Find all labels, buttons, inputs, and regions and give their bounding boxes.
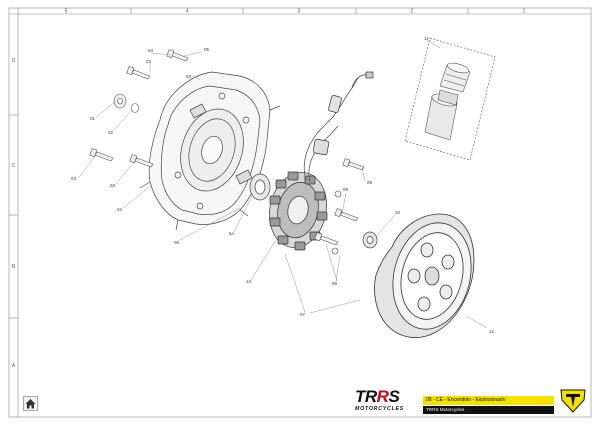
column-label: 5: [65, 9, 68, 15]
callout-02: 02: [108, 130, 113, 135]
flywheel: [374, 213, 475, 338]
trrs-shield-icon: [560, 389, 586, 413]
callout-05: 05: [204, 47, 209, 52]
row-label: D: [12, 58, 16, 64]
callout-01: 01: [90, 116, 95, 121]
callout-labels: 03 05 03 03 01 02 03 03 04 06 6A 13 07 0…: [71, 36, 494, 334]
column-label: 2: [411, 9, 414, 15]
column-labels: 5 4 3 2 1: [65, 9, 526, 15]
brand-wordmark: TRRS: [355, 387, 400, 407]
brand-subtitle: MOTORCYCLES: [355, 406, 405, 412]
row-labels: D C B A: [12, 58, 16, 369]
callout-08: 08: [343, 187, 348, 192]
callout-07: 07: [300, 312, 305, 317]
column-label: 3: [298, 9, 301, 15]
section-title: 08 - CE - Encendido - Explosionado: [423, 396, 554, 405]
home-button[interactable]: [23, 396, 38, 411]
leader-lines: [78, 39, 488, 329]
title-block: TRRS MOTORCYCLES 08 - CE - Encendido - E…: [349, 386, 590, 416]
callout-13: 13: [246, 279, 251, 284]
brand-wordmark-right: S: [388, 387, 400, 406]
row-label: A: [12, 363, 16, 369]
small-fasteners: [89, 49, 189, 168]
callout-12: 12: [489, 329, 494, 334]
callout-03: 03: [71, 176, 76, 181]
row-label: B: [12, 264, 16, 270]
callout-06: 06: [174, 240, 179, 245]
brand-wordmark-left: TR: [355, 387, 377, 406]
callout-03: 03: [146, 59, 151, 64]
callout-03: 03: [148, 48, 153, 53]
callout-03: 03: [110, 183, 115, 188]
callout-11: 11: [424, 36, 429, 41]
company-name: TRRS Motorcycles: [423, 406, 554, 414]
nut-10: [362, 231, 378, 249]
callout-03: 03: [186, 74, 191, 79]
stator: [269, 71, 374, 251]
part-11-connector: [404, 37, 496, 161]
callout-09: 09: [367, 180, 372, 185]
drawing-frame: [8, 7, 592, 418]
bearing-6a: [249, 173, 271, 201]
brand-wordmark-mid: R: [376, 387, 389, 406]
callout-08: 08: [332, 281, 337, 286]
row-label: C: [12, 163, 16, 169]
ignition-cover: [139, 71, 281, 231]
home-icon: [25, 399, 36, 409]
callout-10: 10: [395, 210, 400, 215]
column-label: 4: [186, 9, 189, 15]
brand-logo: TRRS MOTORCYCLES: [349, 386, 421, 416]
stator-bolts: [314, 158, 365, 255]
column-label: 1: [523, 9, 526, 15]
callout-6a: 6A: [229, 231, 234, 236]
callout-04: 04: [117, 207, 122, 212]
